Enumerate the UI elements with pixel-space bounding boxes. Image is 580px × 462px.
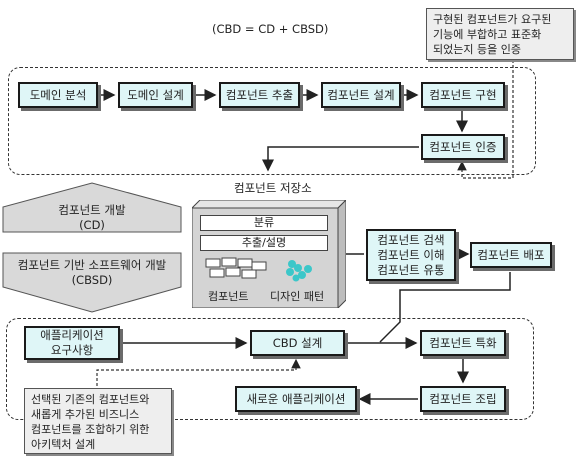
component-certification-box: 컴포넌트 인증 — [421, 134, 505, 160]
component-extraction-box: 컴포넌트 추출 — [219, 82, 300, 108]
line-deploy-to-cbd — [379, 272, 511, 343]
formula-label: (CBD = CD + CBSD) — [212, 22, 329, 36]
design-patterns-label: 디자인 패턴 — [270, 290, 325, 303]
component-implementation-box: 컴포넌트 구현 — [421, 82, 505, 108]
architecture-design-note: 선택된 기존의 컴포넌트와 새롭게 추가된 비즈니스 컴포넌트를 조합하기 위한… — [24, 388, 172, 454]
extraction-description-bar: 추출/설명 — [200, 235, 328, 251]
cbsd-region — [6, 318, 534, 420]
cbsd-arrow-shape — [2, 252, 182, 313]
design-pattern-icon — [286, 260, 312, 282]
component-repository: 분류 추출/설명 컴포넌트 디자인 패턴 — [192, 200, 346, 308]
dotted-note-to-cert — [457, 60, 514, 179]
component-design-box: 컴포넌트 설계 — [321, 82, 401, 108]
cd-arrow-shape — [2, 182, 182, 233]
repository-title: 컴포넌트 저장소 — [234, 181, 312, 195]
component-assembly-box: 컴포넌트 조립 — [420, 386, 506, 412]
dotted-note-to-cbd — [96, 358, 301, 386]
domain-design-box: 도메인 설계 — [118, 82, 193, 108]
certification-note: 구현된 컴포넌트가 요구된 기능에 부합하고 표준화 되었는지 등을 인증 — [426, 8, 574, 60]
application-requirements-box: 애플리케이션 요구사항 — [24, 326, 120, 360]
component-specialization-box: 컴포넌트 특화 — [420, 330, 506, 356]
classification-bar: 분류 — [200, 215, 328, 231]
domain-analysis-box: 도메인 분석 — [18, 82, 98, 108]
components-label: 컴포넌트 — [208, 290, 249, 303]
component-development-region — [8, 67, 536, 175]
component-search-box: 컴포넌트 검색 컴포넌트 이해 컴포넌트 유통 — [366, 229, 456, 281]
component-stack-icon — [205, 257, 267, 279]
arrow-cert-to-repository — [262, 146, 419, 172]
new-application-box: 새로운 애플리케이션 — [235, 386, 357, 412]
cd-label: 컴포넌트 개발 (CD) — [58, 203, 126, 232]
component-deployment-box: 컴포넌트 배포 — [470, 242, 552, 268]
cbsd-label: 컴포넌트 기반 소프트웨어 개발 (CBSD) — [17, 258, 167, 287]
cbd-design-box: CBD 설계 — [250, 330, 345, 356]
